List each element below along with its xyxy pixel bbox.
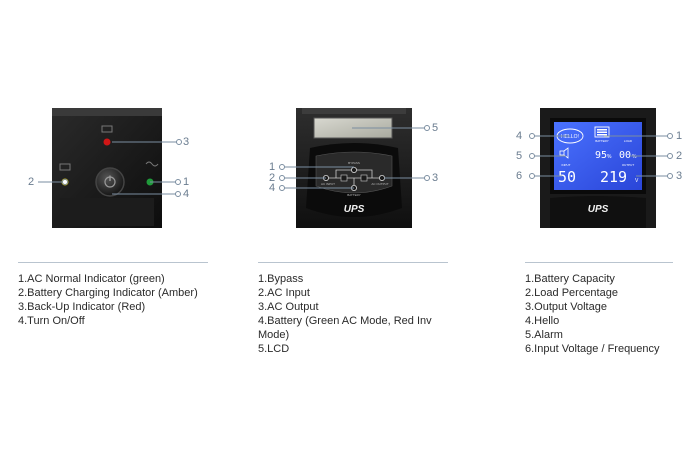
list-item: 5.LCD: [258, 343, 290, 355]
callout-1: 1: [269, 161, 276, 173]
load-unit: %: [632, 154, 637, 160]
power-icon: [104, 175, 116, 188]
callout-dot: [279, 175, 285, 181]
list-item: 3.AC Output: [258, 301, 319, 313]
callout-dot: [62, 179, 68, 185]
ac-input-label: AC INPUT: [321, 182, 335, 186]
callout-dot: [424, 175, 430, 181]
list-item: 4.Hello: [525, 315, 560, 327]
battery-tag: BATTERY: [595, 139, 609, 143]
callout-dot: [279, 164, 285, 170]
input-value: 50: [558, 168, 576, 186]
callout-dot: [667, 133, 673, 139]
callout-dot: [529, 133, 535, 139]
red-led: [103, 138, 111, 146]
output-tag: OUTPUT: [622, 163, 635, 167]
callout-2: 2: [676, 150, 683, 162]
callout-4: 4: [269, 182, 276, 194]
list-item: 1.Battery Capacity: [525, 273, 615, 285]
capacity-unit: %: [607, 154, 612, 160]
charging-icon: [59, 163, 71, 171]
output-unit: V: [635, 178, 639, 184]
callout-3: 3: [183, 136, 190, 148]
lcd-display-list: 1.Battery Capacity 2.Load Percentage 3.O…: [525, 272, 697, 356]
hello-text: HELLO!: [561, 134, 579, 140]
callout-5: 5: [432, 122, 439, 134]
front-panel-drawing: [52, 108, 162, 228]
load-tag: LOAD: [624, 139, 633, 143]
list-item: 2.AC Input: [258, 287, 310, 299]
bypass-label: BYPASS: [348, 161, 360, 165]
callout-5: 5: [516, 150, 523, 162]
callout-6: 6: [516, 170, 523, 182]
indicator-list: 1.AC Normal Indicator (green) 2.Battery …: [18, 272, 218, 328]
callout-dot: [529, 173, 535, 179]
front-panel-photo: [52, 108, 162, 228]
input-tag: INPUT: [562, 163, 571, 167]
callout-3: 3: [676, 170, 683, 182]
callout-dot: [175, 179, 181, 185]
load-value: 00: [619, 150, 631, 161]
callout-dot: [424, 125, 430, 131]
power-button[interactable]: [95, 167, 125, 197]
divider: [525, 262, 673, 263]
list-item: 4.Battery (Green AC Mode, Red Inv Mode): [258, 315, 432, 341]
divider: [258, 262, 448, 263]
callout-dot: [176, 139, 182, 145]
list-item: 1.AC Normal Indicator (green): [18, 273, 165, 285]
list-item: 2.Load Percentage: [525, 287, 618, 299]
battery-icon: [594, 126, 610, 138]
lcd-legend-list: 1.Bypass 2.AC Input 3.AC Output 4.Batter…: [258, 272, 448, 356]
list-item: 5.Alarm: [525, 329, 563, 341]
callout-4: 4: [516, 130, 523, 142]
divider: [18, 262, 208, 263]
capacity-value: 95: [595, 150, 607, 161]
list-item: 3.Output Voltage: [525, 301, 607, 313]
callout-dot: [529, 153, 535, 159]
callout-dot: [279, 185, 285, 191]
ac-wave-icon: [145, 161, 159, 167]
ups-logo: UPS: [588, 204, 609, 215]
output-value: 219: [600, 168, 627, 186]
callout-2: 2: [269, 172, 276, 184]
callout-dot: [667, 153, 673, 159]
ups-logo: UPS: [344, 204, 365, 215]
list-item: 1.Bypass: [258, 273, 304, 285]
callout-2: 2: [28, 176, 35, 188]
lcd-display-photo: HELLO! BATTERY LOAD 95 % 00 % INPUT OUTP…: [540, 108, 656, 228]
callout-3: 3: [432, 172, 439, 184]
ac-output-label: AC OUTPUT: [371, 182, 389, 186]
list-item: 2.Battery Charging Indicator (Amber): [18, 287, 198, 299]
callout-4: 4: [183, 188, 190, 200]
lcd-display-drawing: HELLO! BATTERY LOAD 95 % 00 % INPUT OUTP…: [540, 108, 656, 228]
lcd-screen: [554, 122, 642, 190]
list-item: 4.Turn On/Off: [18, 315, 85, 327]
battery-label: BATTERY: [347, 193, 361, 197]
callout-dot: [175, 191, 181, 197]
callout-1: 1: [676, 130, 683, 142]
list-item: 6.Input Voltage / Frequency: [525, 343, 660, 355]
list-item: 3.Back-Up Indicator (Red): [18, 301, 146, 313]
callout-1: 1: [183, 176, 190, 188]
backup-icon: [101, 125, 113, 133]
callout-dot: [667, 173, 673, 179]
